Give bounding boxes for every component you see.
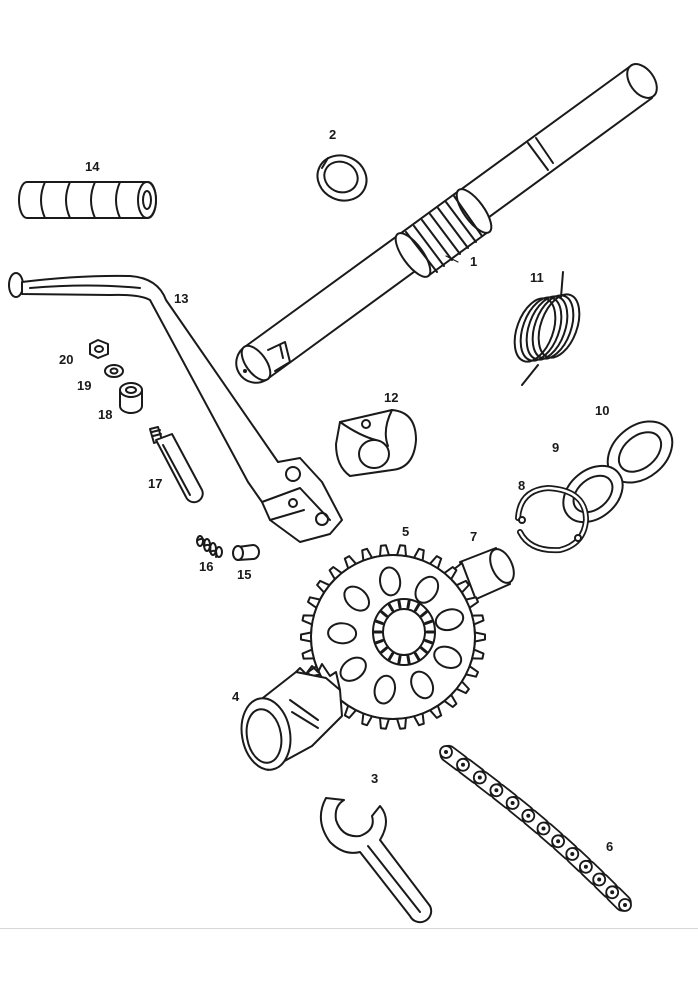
chain-pin bbox=[623, 903, 627, 907]
spacer bbox=[119, 382, 143, 414]
torsion-spring bbox=[513, 271, 581, 386]
callout-19: 19 bbox=[77, 378, 92, 393]
callout-18: 18 bbox=[98, 407, 113, 422]
sprocket-spline bbox=[387, 602, 394, 612]
sprocket-spline bbox=[397, 599, 402, 609]
sprocket-tooth bbox=[379, 717, 390, 730]
page-divider bbox=[0, 928, 698, 929]
callout-13: 13 bbox=[174, 291, 189, 306]
sprocket-hole bbox=[433, 645, 463, 669]
sprocket-spline bbox=[414, 602, 421, 612]
leader-lines bbox=[445, 255, 459, 263]
sprocket-spline bbox=[374, 639, 384, 645]
chain-pin bbox=[477, 775, 482, 780]
sprocket-tooth bbox=[473, 631, 486, 643]
sprocket-spline bbox=[379, 646, 388, 655]
sprocket-spline bbox=[420, 646, 429, 655]
sprocket-hole bbox=[379, 566, 402, 597]
sprocket-tooth bbox=[396, 717, 407, 730]
callout-16: 16 bbox=[199, 559, 214, 574]
sprocket bbox=[300, 544, 486, 730]
plunger bbox=[232, 544, 260, 561]
chain-pin bbox=[556, 839, 561, 844]
fork-spanner bbox=[319, 797, 433, 924]
shaft-helical-gear bbox=[394, 188, 493, 278]
sprocket-tooth bbox=[471, 614, 485, 626]
sprocket-tooth bbox=[455, 680, 470, 695]
sprocket-spline bbox=[406, 655, 411, 665]
flat-washer bbox=[562, 464, 624, 524]
sprocket-spline bbox=[374, 619, 384, 625]
sprocket-tooth bbox=[301, 614, 315, 626]
sprocket-tooth bbox=[396, 544, 407, 557]
callout-15: 15 bbox=[237, 567, 252, 582]
callout-17: 17 bbox=[148, 476, 163, 491]
kickstart-shaft bbox=[235, 63, 658, 384]
sprocket-hole bbox=[373, 674, 397, 705]
stop-block bbox=[335, 409, 417, 477]
circlip bbox=[515, 485, 589, 554]
chain-pin bbox=[583, 864, 588, 869]
callout-1: 1 bbox=[470, 254, 478, 269]
sprocket-rim bbox=[310, 554, 476, 720]
nut bbox=[89, 339, 109, 359]
callout-2: 2 bbox=[329, 127, 337, 142]
sprocket-hole bbox=[339, 656, 367, 682]
chain-pin bbox=[541, 826, 546, 831]
sprocket-spline bbox=[397, 655, 402, 665]
callout-8: 8 bbox=[518, 478, 526, 493]
callout-5: 5 bbox=[402, 524, 410, 539]
sprocket-tooth bbox=[379, 544, 390, 557]
sprocket-tooth bbox=[300, 631, 313, 643]
roller-chain bbox=[439, 744, 632, 912]
rubber-grip bbox=[18, 181, 157, 219]
callout-10: 10 bbox=[595, 403, 610, 418]
chain-pin bbox=[494, 788, 499, 793]
bushing-ring bbox=[316, 154, 368, 202]
chain-pin bbox=[610, 890, 615, 895]
sprocket-tooth bbox=[455, 579, 470, 594]
chain-pin bbox=[461, 762, 465, 767]
sprocket-tooth bbox=[443, 693, 458, 708]
chain-pin bbox=[510, 801, 515, 805]
callout-14: 14 bbox=[85, 159, 100, 174]
chain-pin bbox=[597, 877, 602, 882]
sprocket-tooth bbox=[328, 566, 343, 581]
chain-pin bbox=[444, 750, 448, 754]
chain-pin bbox=[526, 813, 531, 818]
callout-3: 3 bbox=[371, 771, 379, 786]
callout-20: 20 bbox=[59, 352, 74, 367]
callout-4: 4 bbox=[232, 689, 240, 704]
sprocket-hole bbox=[434, 608, 465, 632]
sprocket-spline bbox=[406, 599, 411, 609]
callout-12: 12 bbox=[384, 390, 399, 405]
sprocket-spline bbox=[387, 652, 394, 662]
sprocket-hole bbox=[414, 575, 440, 604]
sprocket-spline bbox=[379, 609, 388, 618]
sprocket-spline bbox=[414, 652, 421, 662]
sprocket-spline bbox=[420, 609, 429, 618]
sprocket-spline bbox=[424, 639, 434, 645]
sprocket-tooth bbox=[301, 648, 315, 660]
sprocket-hole bbox=[343, 585, 371, 612]
sprocket-spline bbox=[424, 619, 434, 625]
ratchet-drum bbox=[240, 663, 343, 771]
kickstart-lever bbox=[8, 272, 343, 543]
sprocket-tooth bbox=[471, 648, 485, 660]
callout-6: 6 bbox=[606, 839, 614, 854]
callout-7: 7 bbox=[470, 529, 478, 544]
sprocket-hole bbox=[410, 670, 435, 700]
washer bbox=[104, 364, 124, 378]
sprocket-tooth bbox=[316, 579, 331, 594]
sprocket-hole bbox=[327, 622, 358, 645]
pivot-pin bbox=[149, 426, 204, 504]
callout-9: 9 bbox=[552, 440, 560, 455]
sprocket-tooth bbox=[443, 566, 458, 581]
chain-pin bbox=[570, 852, 575, 856]
small-spring bbox=[196, 535, 223, 558]
callout-11: 11 bbox=[530, 270, 544, 285]
